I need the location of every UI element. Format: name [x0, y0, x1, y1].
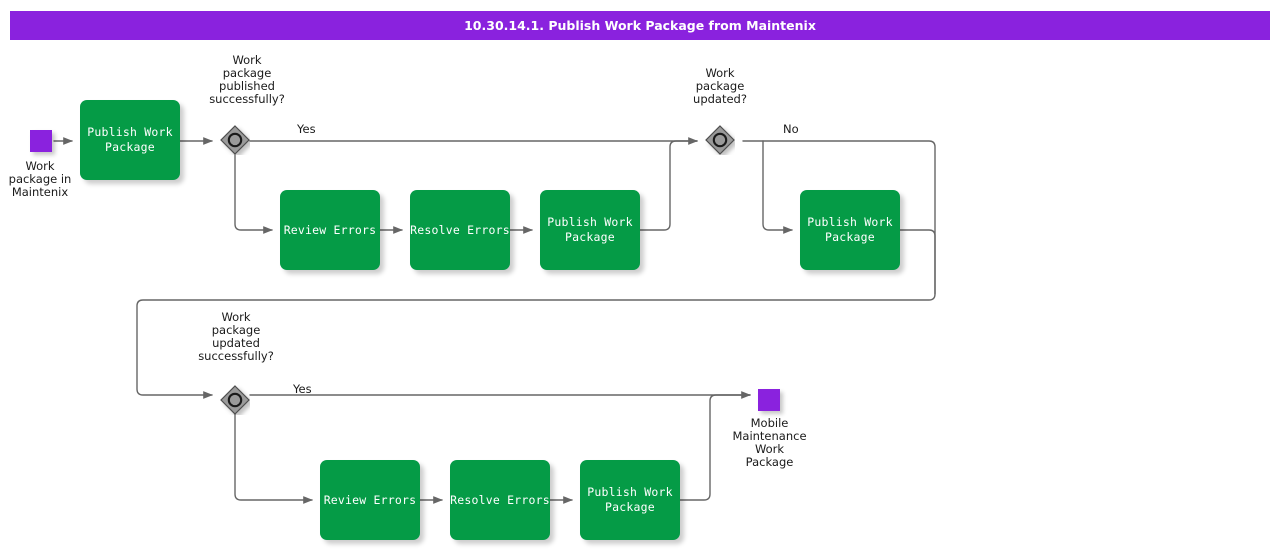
task-label: Publish Work Package — [587, 485, 673, 514]
end-event-mobile-maintenance-work-package[interactable] — [758, 389, 780, 411]
gateway-diamond-shape — [220, 385, 250, 415]
edge-label-no-1: No — [783, 122, 799, 136]
task-label: Review Errors — [323, 492, 417, 507]
task-label: Publish Work Package — [87, 125, 173, 154]
task-review-errors-2[interactable]: Review Errors — [320, 460, 420, 540]
edge-publish2-to-gateway2 — [639, 140, 698, 231]
start-event-label: Work package in Maintenix — [8, 159, 72, 199]
task-label: Resolve Errors — [450, 492, 550, 507]
start-event-work-package-in-maintenix[interactable] — [30, 130, 52, 152]
task-label: Publish Work Package — [547, 215, 633, 244]
gateway-work-package-published-successfully[interactable] — [220, 125, 250, 155]
gateway-event-circle-icon — [712, 132, 728, 148]
gateway-diamond-shape — [705, 125, 735, 155]
gateway-label-published-successfully: Work package published successfully? — [209, 53, 285, 106]
task-publish-work-package-1[interactable]: Publish Work Package — [80, 100, 180, 180]
edge-publish3-to-loopback — [899, 229, 936, 295]
gateway-diamond-shape — [220, 125, 250, 155]
edge-gateway1-to-review1 — [234, 154, 273, 234]
edge-label-yes-1: Yes — [297, 122, 316, 136]
task-publish-work-package-3[interactable]: Publish Work Package — [800, 190, 900, 270]
task-label: Publish Work Package — [807, 215, 893, 244]
task-label: Resolve Errors — [410, 222, 510, 237]
task-publish-work-package-4[interactable]: Publish Work Package — [580, 460, 680, 540]
gateway-event-circle-icon — [227, 132, 243, 148]
task-label: Review Errors — [283, 222, 377, 237]
gateway-label-updated-successfully: Work package updated successfully? — [198, 310, 274, 363]
gateway-work-package-updated-successfully[interactable] — [220, 385, 250, 415]
edge-gateway2-no-to-publish3 — [742, 140, 793, 234]
page-title: 10.30.14.1. Publish Work Package from Ma… — [464, 18, 816, 33]
edge-label-yes-2: Yes — [293, 382, 312, 396]
task-review-errors-1[interactable]: Review Errors — [280, 190, 380, 270]
edge-gateway2-no-loopback — [136, 140, 936, 399]
gateway-event-circle-icon — [227, 392, 243, 408]
task-resolve-errors-1[interactable]: Resolve Errors — [410, 190, 510, 270]
end-event-label: Mobile Maintenance Work Package — [732, 416, 807, 469]
edge-publish4-to-end — [679, 394, 751, 501]
gateway-label-package-updated: Work package updated? — [693, 66, 747, 106]
edge-gateway3-to-review2 — [234, 408, 313, 504]
diagram-title-bar: 10.30.14.1. Publish Work Package from Ma… — [10, 11, 1270, 40]
gateway-work-package-updated[interactable] — [705, 125, 735, 155]
task-publish-work-package-2[interactable]: Publish Work Package — [540, 190, 640, 270]
task-resolve-errors-2[interactable]: Resolve Errors — [450, 460, 550, 540]
